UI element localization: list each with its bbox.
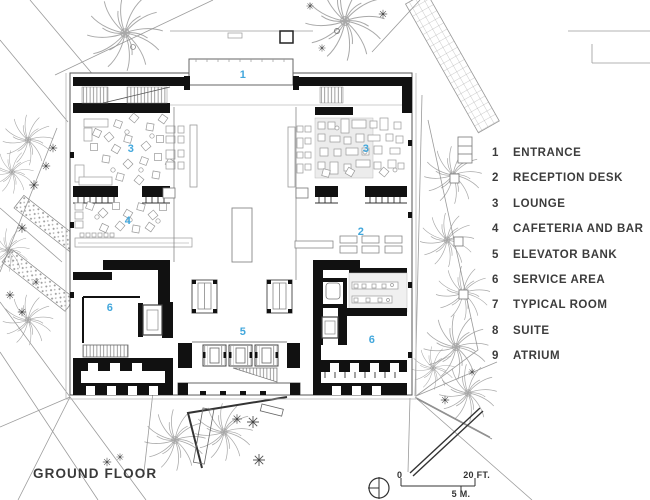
legend-item-label: ENTRANCE: [513, 147, 582, 159]
elevator-car: [228, 344, 253, 367]
legend-item-service-area: 6 SERVICE AREA: [492, 273, 644, 286]
service-right: [313, 260, 408, 395]
legend-item-reception-desk: 2 RECEPTION DESK: [492, 172, 644, 185]
building: [65, 58, 417, 400]
legend-item-number: 9: [492, 350, 499, 363]
plan-label-lounge-right: 3: [362, 143, 370, 155]
legend-item-label: CAFETERIA AND BAR: [513, 223, 644, 236]
legend-item-atrium: 9 ATRIUM: [492, 350, 644, 363]
legend-item-number: 1: [492, 147, 499, 159]
entrance-lobby: [184, 58, 299, 90]
legend-item-typical-room: 7 TYPICAL ROOM: [492, 299, 644, 312]
legend-item-cafeteria-and-bar: 4 CAFETERIA AND BAR: [492, 223, 644, 236]
plan-label-service-left: 6: [106, 302, 114, 314]
lounge-right-furniture: [314, 117, 405, 179]
scale-bar: [400, 478, 476, 491]
paving-path: [404, 0, 500, 134]
walkways: [186, 396, 493, 477]
scale-feet-label: 20 FT.: [463, 470, 490, 480]
legend-item-lounge: 3 LOUNGE: [492, 197, 644, 210]
palm-trees: [0, 0, 498, 471]
legend-item-label: ATRIUM: [513, 350, 561, 363]
legend-item-number: 4: [492, 223, 499, 236]
elevator-bank: [177, 341, 301, 396]
legend-item-label: SERVICE AREA: [513, 273, 606, 286]
stair: [319, 86, 344, 104]
plan-label-elevator-bank: 5: [239, 326, 247, 338]
cafeteria-furniture: [74, 201, 193, 248]
legend-item-label: LOUNGE: [513, 197, 566, 210]
plan-label-lounge-left: 3: [127, 143, 135, 155]
legend-item-number: 5: [492, 248, 499, 261]
legend-item-number: 8: [492, 324, 499, 337]
stair: [81, 86, 109, 104]
elevator-car: [254, 344, 279, 367]
escalator: [266, 279, 293, 314]
drawing-title: GROUND FLOOR: [33, 466, 158, 481]
legend-item-number: 3: [492, 197, 499, 210]
scale-zero-label: 0: [397, 470, 403, 480]
edge-ticks: [70, 140, 412, 358]
lounge-left-furniture: [74, 112, 185, 186]
stair: [82, 344, 129, 358]
central-planter: [231, 207, 253, 263]
mid-walls: [73, 186, 407, 204]
legend-item-number: 7: [492, 299, 499, 312]
legend-item-label: RECEPTION DESK: [513, 172, 623, 185]
stair: [126, 86, 168, 104]
legend-item-entrance: 1 ENTRANCE: [492, 147, 644, 159]
north-arrow-icon: [368, 477, 390, 499]
escalator: [191, 279, 218, 314]
plan-label-service-right: 6: [368, 334, 376, 346]
central-hall: [162, 107, 312, 314]
plan-label-entrance: 1: [239, 69, 247, 81]
site-benches: [449, 136, 473, 300]
legend-item-elevator-bank: 5 ELEVATOR BANK: [492, 248, 644, 261]
plan-label-reception: 2: [357, 226, 365, 238]
legend-item-label: TYPICAL ROOM: [513, 299, 608, 312]
plan-label-cafeteria: 4: [124, 215, 132, 227]
kitchen-counters: [351, 281, 399, 304]
scale-meters-label: 5 M.: [451, 489, 471, 499]
legend: 1 ENTRANCE 2 RECEPTION DESK 3 LOUNGE 4 C…: [492, 147, 644, 363]
bar-counter: [74, 237, 193, 248]
elevator-car: [202, 344, 227, 367]
legend-item-label: SUITE: [513, 324, 550, 337]
service-left: [73, 260, 173, 395]
legend-item-number: 6: [492, 273, 499, 286]
stair: [232, 367, 278, 383]
reception-desks: [294, 235, 403, 254]
top-walls: [73, 77, 412, 115]
building-outer-offset: [65, 73, 417, 400]
legend-item-suite: 8 SUITE: [492, 324, 644, 337]
legend-item-number: 2: [492, 172, 499, 185]
legend-item-label: ELEVATOR BANK: [513, 248, 618, 261]
